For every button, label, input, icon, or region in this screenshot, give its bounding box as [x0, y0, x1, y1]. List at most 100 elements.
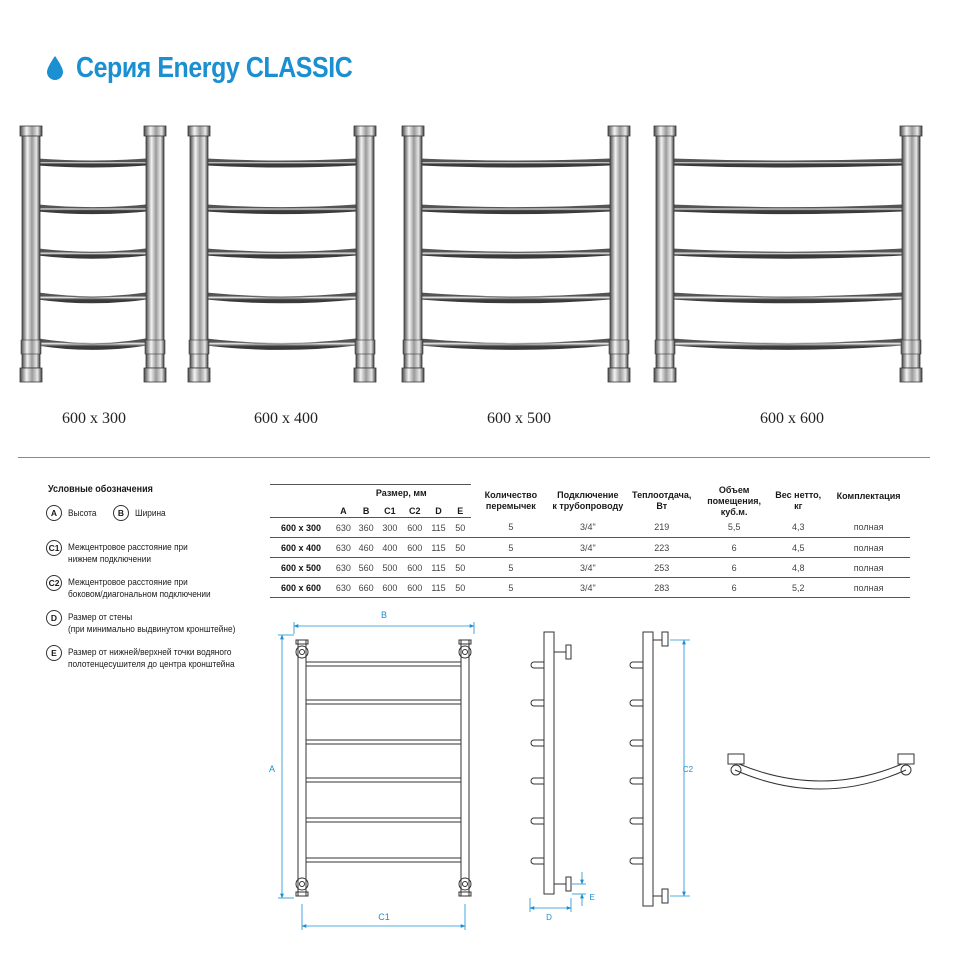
table-cell-e: 50	[449, 517, 471, 538]
rail-rung	[668, 204, 906, 215]
rail-rung	[202, 158, 360, 168]
table-cell-d: 115	[427, 537, 450, 558]
table-cell-c2: 600	[402, 577, 428, 598]
water-drop-icon	[47, 56, 63, 80]
table-cell-heat: 283	[624, 577, 699, 598]
dimension-label-d: D	[546, 913, 552, 922]
sub-header-d: D	[427, 502, 450, 519]
rail-rung	[202, 292, 360, 304]
dimension-label-c2: C2	[683, 765, 694, 774]
table-cell-heat: 223	[624, 537, 699, 558]
table-cell-d: 115	[427, 557, 450, 578]
page-title: Серия Energy CLASSIC	[76, 51, 353, 84]
dimension-e	[572, 872, 586, 906]
product-size-label: 600 x 300	[62, 410, 126, 427]
dimension-a	[278, 634, 294, 899]
table-cell-volume: 6	[698, 557, 770, 578]
table-cell-a: 630	[332, 557, 355, 578]
col-header-count: Количество перемычек	[484, 490, 538, 511]
legend-title: Условные обозначения	[48, 484, 153, 495]
legend-symbol-d: D	[46, 610, 62, 626]
dimension-c2	[670, 639, 690, 897]
rail-rung	[202, 248, 360, 259]
table-cell-c1: 600	[377, 577, 403, 598]
dimension-label-a: A	[269, 764, 275, 774]
rail-rung	[34, 338, 150, 350]
table-cell-connection: 3/4"	[551, 537, 625, 558]
product-photo-600x300	[19, 125, 167, 383]
legend-symbol-e: E	[46, 645, 62, 661]
legend-text-e-line2: полотенцесушителя до центра кронштейна	[68, 659, 235, 669]
sub-header-c2: C2	[402, 502, 428, 519]
legend-item-d: D Размер от стены (при минимально выдвин…	[46, 610, 250, 635]
legend-text-d-line2: (при минимально выдвинутом кронштейне)	[68, 624, 236, 634]
table-cell-c2: 600	[402, 537, 428, 558]
table-cell-kit: полная	[827, 577, 910, 598]
product-size-label: 600 x 400	[254, 410, 318, 427]
page-header: Серия Energy CLASSIC	[46, 48, 397, 88]
front-view-fittings	[295, 639, 472, 897]
table-cell-a: 630	[332, 577, 355, 598]
table-cell-e: 50	[449, 537, 471, 558]
dimension-b	[293, 622, 475, 634]
rail-rung	[416, 204, 614, 215]
dimension-label-e: E	[589, 893, 594, 902]
rail-rung	[668, 292, 906, 304]
legend-text-d-line1: Размер от стены	[68, 612, 133, 622]
legend-symbol-b: B	[112, 505, 129, 521]
table-cell-c1: 500	[377, 557, 403, 578]
rail-rung	[416, 338, 614, 350]
rail-rung	[416, 248, 614, 259]
table-cell-volume: 6	[698, 577, 770, 598]
legend-item-c2: C2 Межцентровое расстояние при боковом/д…	[46, 575, 223, 600]
table-cell-volume: 6	[698, 537, 770, 558]
sub-header-a: A	[332, 502, 355, 519]
table-cell-b: 460	[354, 537, 378, 558]
table-cell-c1: 400	[377, 537, 403, 558]
table-cell-kit: полная	[827, 557, 910, 578]
table-cell-b: 560	[354, 557, 378, 578]
legend-text-c1-line1: Межцентровое расстояние при	[68, 542, 188, 552]
col-header-volume: Объем помещения, куб.м.	[707, 484, 762, 517]
table-cell-model: 600 x 300	[270, 517, 333, 538]
rail-rung	[668, 158, 906, 168]
rail-rung	[34, 158, 150, 168]
legend-text-a: Высота	[68, 508, 97, 518]
side-view-drawing	[530, 631, 572, 895]
table-cell-count: 5	[470, 557, 552, 578]
rail-rung	[34, 292, 150, 304]
table-cell-model: 600 x 600	[270, 577, 333, 598]
legend-item-a-b: A Высота B Ширина	[46, 505, 168, 521]
spec-table: Размер, мм Количество перемычек Подключе…	[270, 484, 910, 598]
dimension-label-b: B	[381, 610, 387, 620]
col-header-heat: Теплоотдача, Вт	[632, 490, 692, 511]
product-photo-600x500	[401, 125, 631, 383]
dimension-label-c1: C1	[378, 912, 390, 922]
legend-text-c2-line1: Межцентровое расстояние при	[68, 577, 188, 587]
table-cell-a: 630	[332, 517, 355, 538]
side-view-c2-drawing	[629, 631, 669, 907]
table-cell-heat: 219	[624, 517, 699, 538]
table-cell-weight: 4,5	[769, 537, 828, 558]
product-photo-600x400	[187, 125, 377, 383]
legend-text-e-line1: Размер от нижней/верхней точки водяного	[68, 647, 232, 657]
product-photo-600x600	[653, 125, 923, 383]
table-cell-kit: полная	[827, 537, 910, 558]
table-cell-connection: 3/4"	[551, 517, 625, 538]
rail-rung	[416, 292, 614, 304]
table-cell-heat: 253	[624, 557, 699, 578]
dimension-c1	[301, 904, 466, 930]
front-view-drawing	[295, 639, 472, 897]
product-size-label: 600 x 500	[487, 410, 551, 427]
table-cell-weight: 4,3	[769, 517, 828, 538]
legend-symbol-c1: C1	[46, 540, 62, 556]
product-size-label: 600 x 600	[760, 410, 824, 427]
table-cell-count: 5	[470, 517, 552, 538]
table-cell-c1: 300	[377, 517, 403, 538]
section-divider	[18, 457, 930, 458]
